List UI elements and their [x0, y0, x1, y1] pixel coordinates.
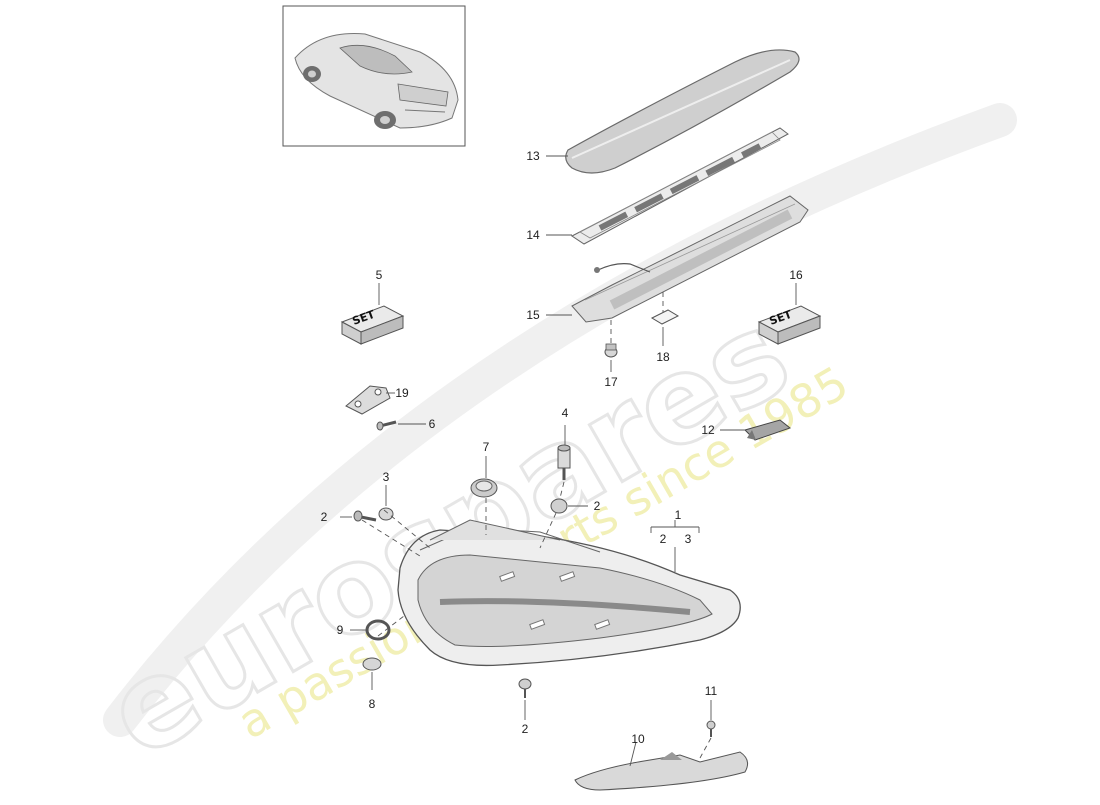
- callout-2: 2: [522, 722, 529, 736]
- thumbnail-frame: [282, 5, 466, 147]
- watermark-swoosh: [103, 103, 1017, 737]
- part-2-screw-right: [550, 498, 568, 514]
- part-13-cover: [565, 49, 800, 174]
- callout-16: 16: [789, 268, 803, 282]
- leader-lines: [340, 155, 797, 767]
- part-2-screw-bottom: [518, 678, 532, 698]
- callout-19: 19: [395, 386, 409, 400]
- callout-1-sub-2: 2: [660, 532, 667, 546]
- callout-17: 17: [604, 375, 618, 389]
- part-2-screw-left: [353, 510, 377, 522]
- part-4-bolt: [557, 444, 571, 480]
- callout-15: 15: [526, 308, 540, 322]
- callout-labels: 1 2 3 2 2 2 3 4 5 6 7 8 9 10 11 12 13 14…: [321, 149, 803, 746]
- callout-6: 6: [429, 417, 436, 431]
- car-icon: [294, 33, 459, 129]
- part-15-housing: [571, 195, 809, 323]
- part-11-screw: [706, 720, 716, 737]
- part-17-nut: [604, 343, 618, 358]
- part-12-bulb: [744, 419, 792, 441]
- callout-13: 13: [526, 149, 540, 163]
- callout-2: 2: [321, 510, 328, 524]
- part-6-screw: [376, 420, 397, 431]
- callout-14: 14: [526, 228, 540, 242]
- callout-2: 2: [594, 499, 601, 513]
- callout-8: 8: [369, 697, 376, 711]
- callout-1-sub-3: 3: [685, 532, 692, 546]
- callout-3: 3: [383, 470, 390, 484]
- part-19-bracket: [345, 385, 391, 415]
- part-10-reflector: [574, 751, 749, 791]
- callout-12: 12: [701, 423, 715, 437]
- set-box-16: SET: [757, 305, 822, 345]
- part-18-seal: [650, 309, 680, 325]
- callout-10: 10: [631, 732, 645, 746]
- callout-11: 11: [705, 684, 718, 698]
- callout-4: 4: [562, 406, 569, 420]
- part-9-seal-ring: [365, 619, 391, 641]
- part-14-gasket: [571, 127, 789, 245]
- callout-5: 5: [376, 268, 383, 282]
- callout-18: 18: [656, 350, 670, 364]
- part-8-nut: [362, 657, 382, 671]
- callout-9: 9: [337, 623, 344, 637]
- callout-1: 1: [675, 508, 682, 522]
- part-3-nut: [378, 507, 394, 521]
- part-7-grommet: [470, 478, 498, 498]
- set-box-5: SET: [340, 305, 405, 345]
- watermark: eurospares a passion for parts since 198…: [84, 103, 1017, 787]
- part-1-tail-lamp: [397, 519, 741, 667]
- assembly-guides: [361, 292, 712, 759]
- callout-7: 7: [483, 440, 490, 454]
